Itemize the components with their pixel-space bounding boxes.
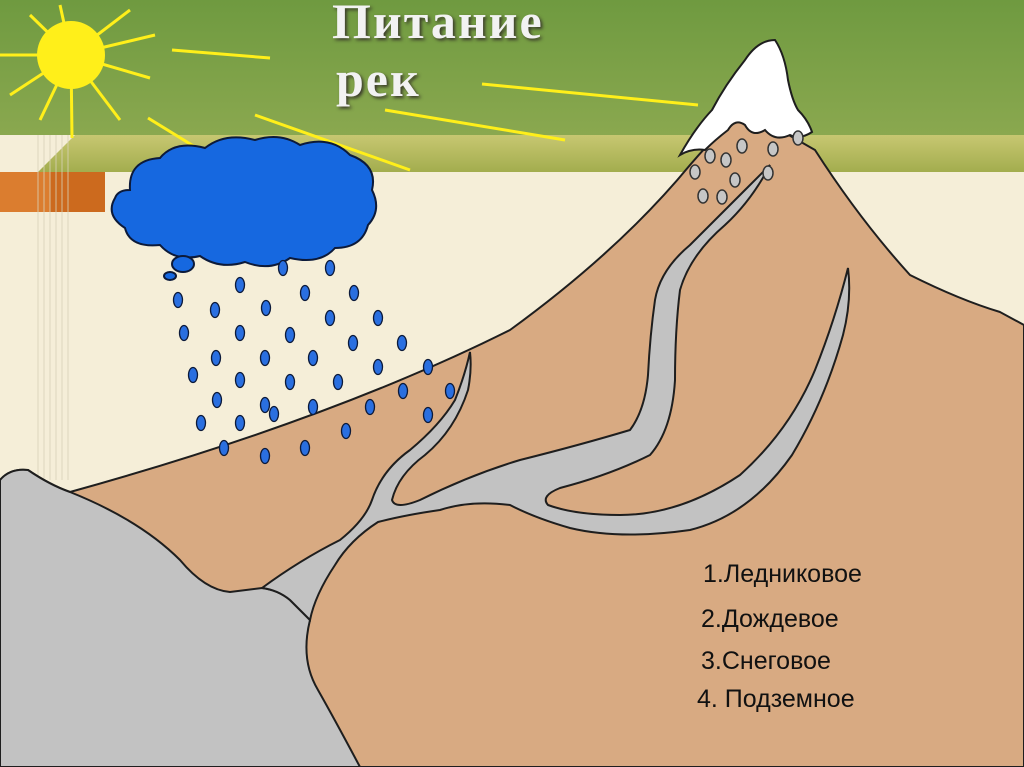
- page-title: Питание рек: [332, 0, 544, 108]
- legend-item-snow: 3.Снеговое: [701, 647, 831, 676]
- cloud-puff-small-icon: [164, 272, 176, 280]
- title-line-2: рек: [336, 50, 544, 108]
- legend-item-ground: 4. Подземное: [697, 685, 855, 714]
- cloud-puff-icon: [172, 256, 194, 272]
- orange-band-light: [0, 172, 50, 212]
- legend-item-rain: 2.Дождевое: [701, 605, 839, 634]
- legend-item-glacial: 1.Ледниковое: [703, 560, 862, 589]
- title-line-1: Питание: [332, 0, 544, 50]
